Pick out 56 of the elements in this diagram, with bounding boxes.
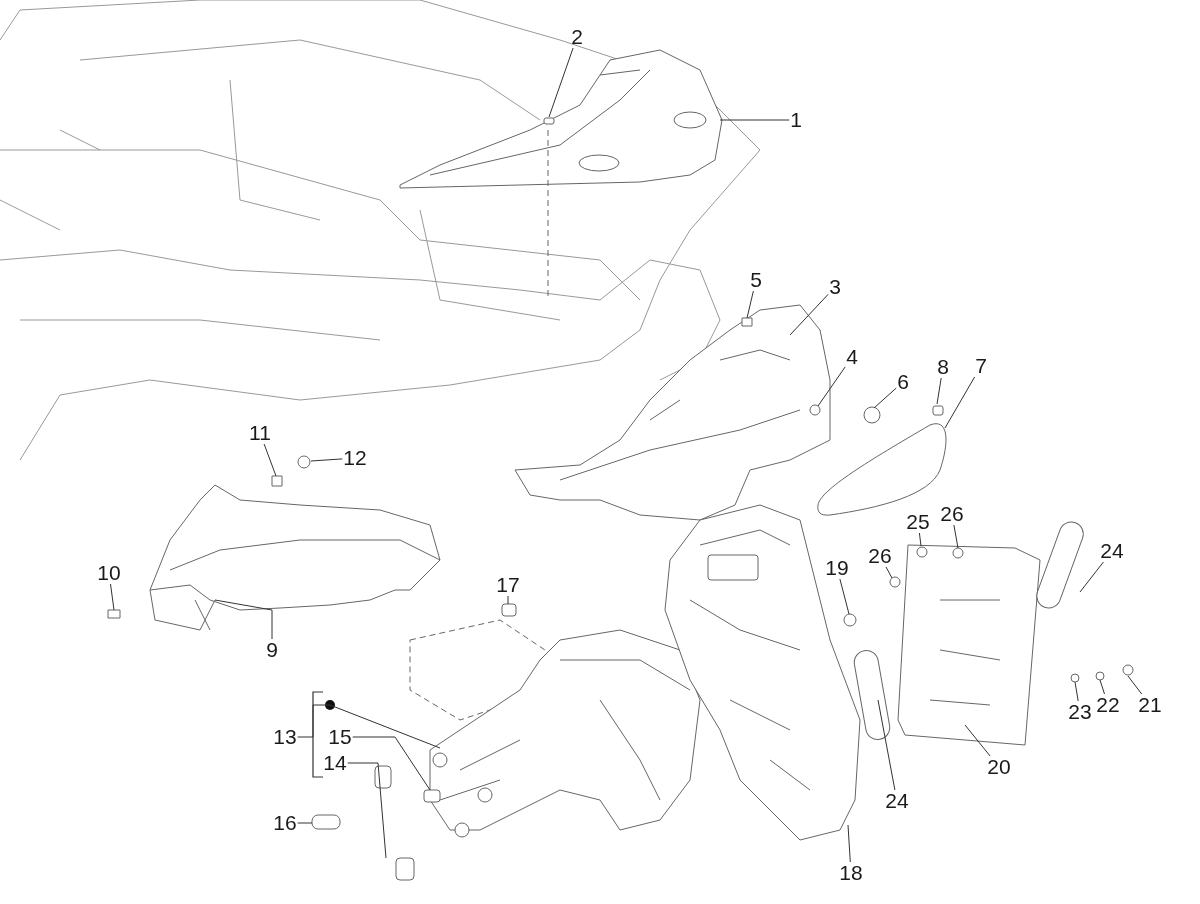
leader-line — [953, 524, 959, 549]
callout-number: 20 — [986, 756, 1012, 778]
callout-number: 15 — [327, 726, 353, 748]
callout-number: 26 — [939, 503, 965, 525]
leader-line — [877, 699, 896, 791]
callout-number: 13 — [272, 726, 298, 748]
leader-line — [214, 599, 273, 640]
callout-number: 23 — [1067, 701, 1093, 723]
leader-line — [1074, 681, 1079, 702]
callout-number: 3 — [828, 276, 842, 298]
callout-number: 2 — [570, 26, 584, 48]
leader-line — [885, 566, 893, 579]
callout-number: 12 — [342, 447, 368, 469]
callout-number: 1 — [789, 109, 803, 131]
leader-line — [1127, 675, 1143, 695]
leader-line — [1099, 679, 1105, 695]
callout-number: 21 — [1137, 694, 1163, 716]
callout-number: 8 — [936, 356, 950, 378]
callout-number: 14 — [322, 752, 348, 774]
leader-line — [873, 387, 897, 409]
leader-line — [110, 583, 115, 611]
leader-line — [964, 724, 991, 757]
leader-line — [719, 119, 790, 121]
callout-number: 24 — [884, 790, 910, 812]
callout-number: 19 — [824, 557, 850, 579]
leader-line — [944, 376, 976, 429]
leader-line — [936, 377, 942, 405]
leader-line — [918, 532, 922, 547]
leader-line — [297, 822, 313, 824]
leader-line — [839, 578, 850, 615]
leader-line — [789, 293, 829, 336]
callout-number: 24 — [1099, 540, 1125, 562]
callout-number: 4 — [845, 346, 859, 368]
leader-line — [1079, 561, 1104, 593]
callout-number: 25 — [905, 511, 931, 533]
leader-line — [746, 290, 754, 319]
callout-number: 11 — [248, 422, 272, 444]
leader-line — [847, 824, 851, 863]
leader-line — [263, 443, 277, 477]
callout-number: 6 — [896, 371, 910, 393]
callout-number: 5 — [749, 269, 763, 291]
callout-number: 10 — [96, 562, 122, 584]
leader-line — [352, 736, 431, 791]
leader-line — [817, 366, 846, 407]
callout-number: 16 — [272, 812, 298, 834]
callout-number: 17 — [495, 574, 521, 596]
leader-line — [507, 595, 509, 605]
leader-line — [548, 47, 574, 118]
leader-line — [310, 458, 343, 462]
callout-number: 26 — [867, 545, 893, 567]
callout-number: 9 — [265, 639, 279, 661]
callout-number: 22 — [1095, 694, 1121, 716]
callout-number: 18 — [838, 862, 864, 884]
callout-number: 7 — [974, 355, 988, 377]
leader-line — [297, 704, 441, 749]
leader-line — [347, 762, 387, 859]
